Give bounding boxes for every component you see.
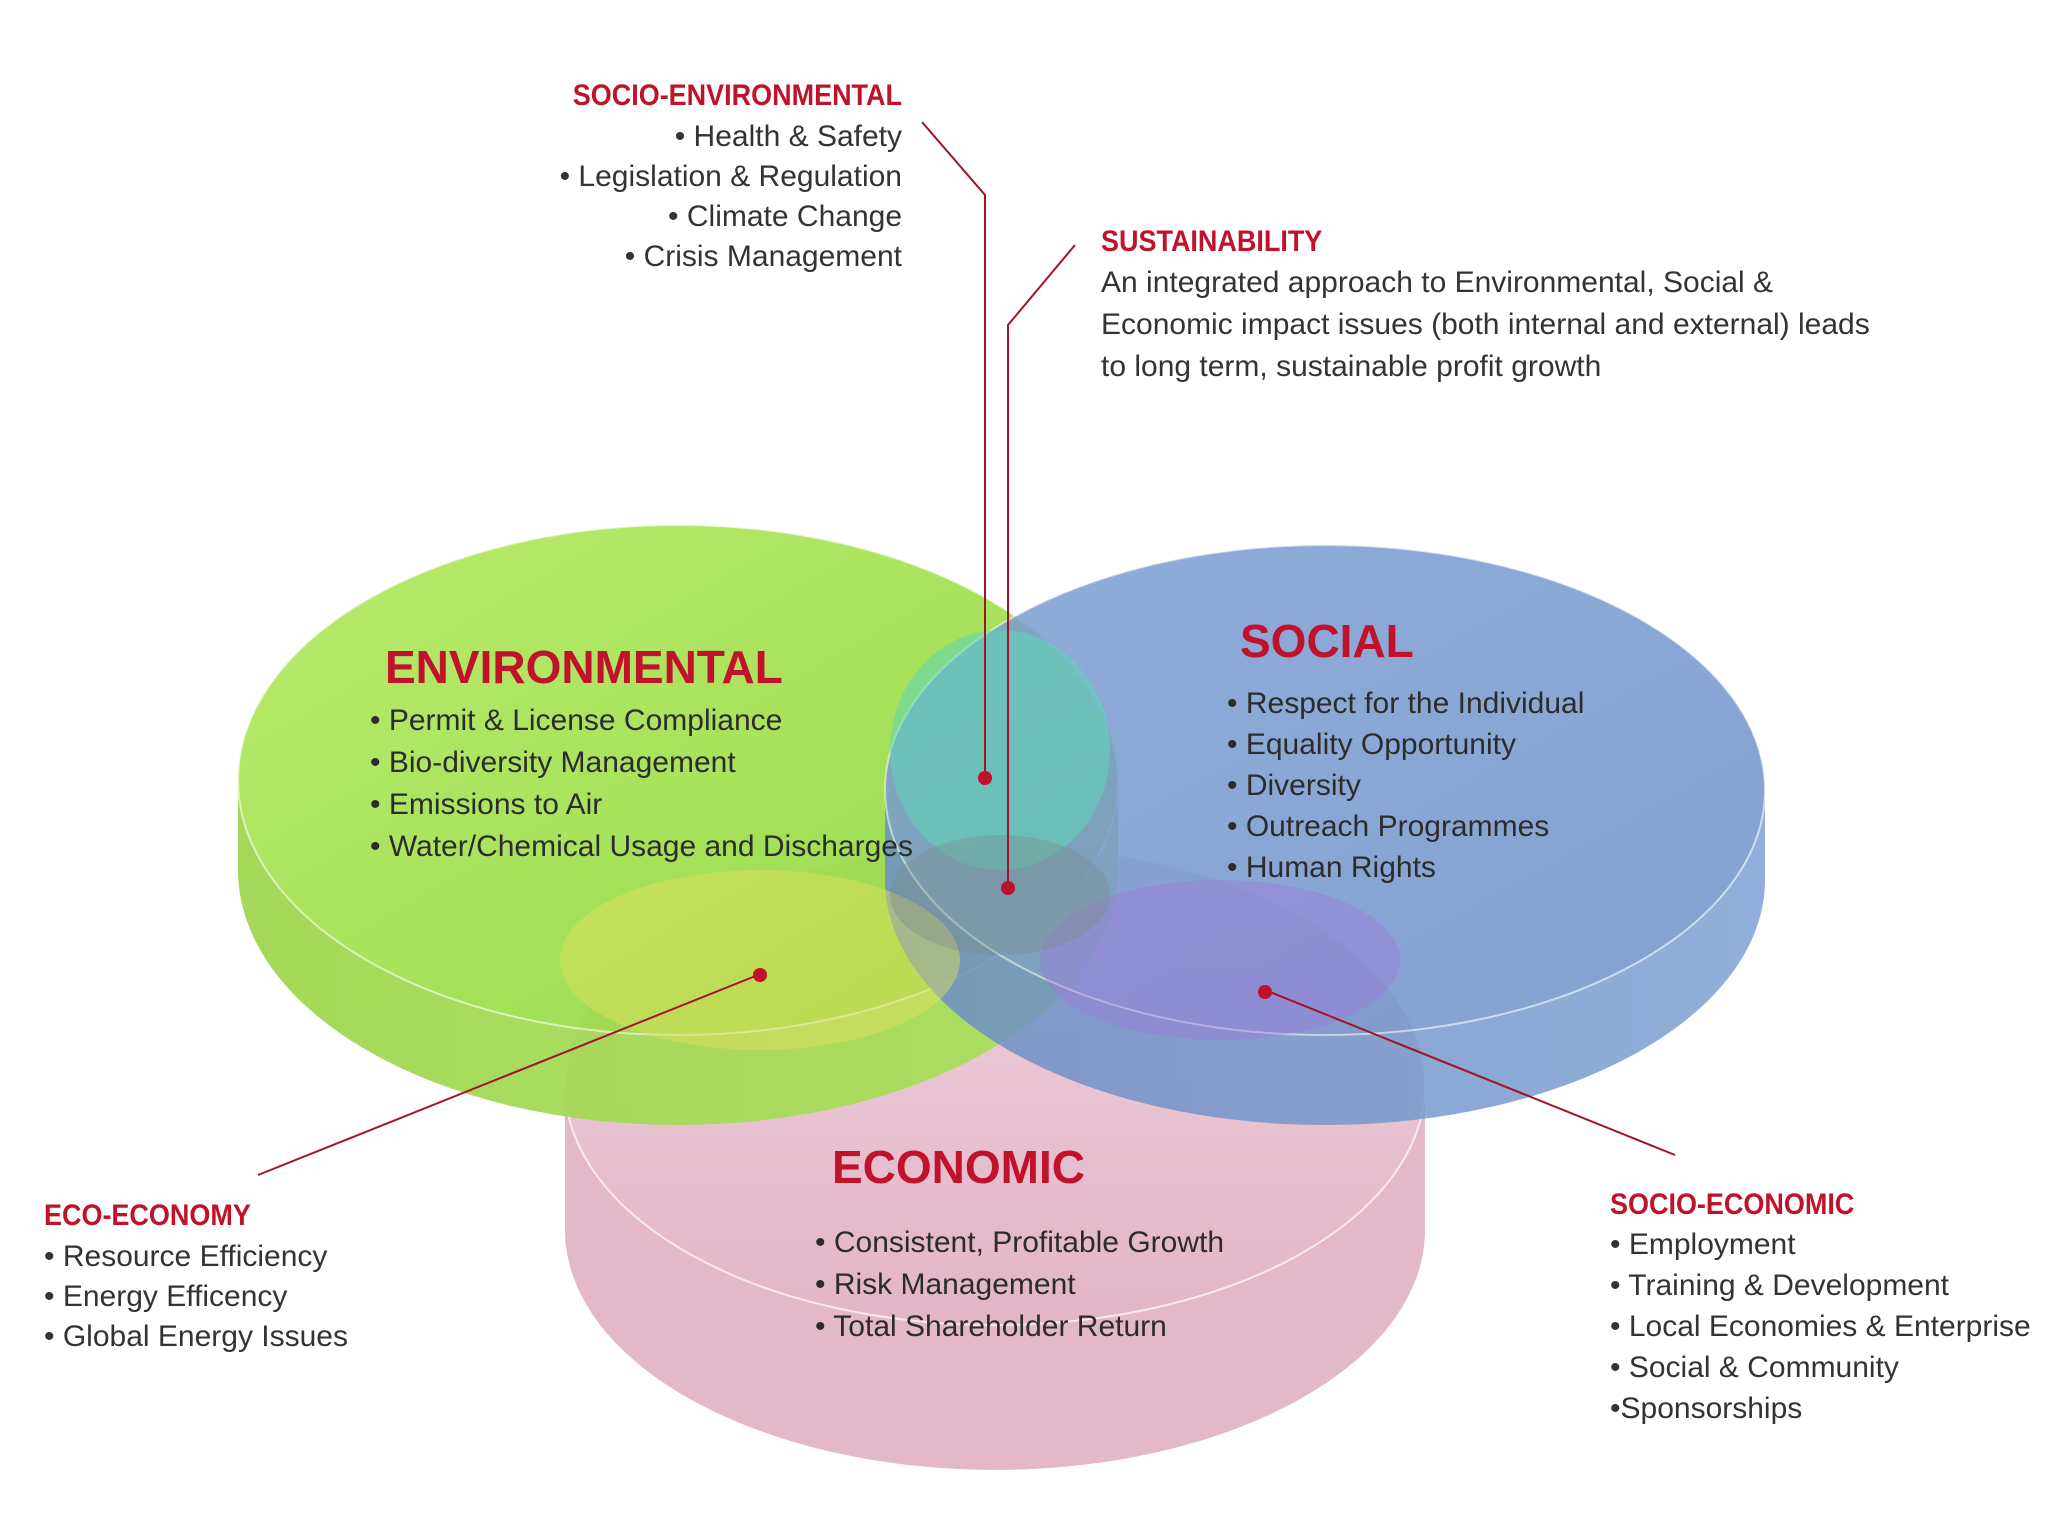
- economic-title: ECONOMIC: [832, 1141, 1085, 1193]
- sustainability-connector: [1007, 244, 1076, 885]
- socio-environmental-item: • Climate Change: [668, 200, 902, 233]
- eco-economy-item: • Global Energy Issues: [44, 1320, 348, 1353]
- social-item: • Human Rights: [1227, 851, 1436, 884]
- socio-economic-item: • Employment: [1610, 1228, 1796, 1261]
- sustainability-title: SUSTAINABILITY: [1101, 225, 1322, 259]
- social-item: • Respect for the Individual: [1227, 687, 1584, 720]
- environmental-content: ENVIRONMENTAL • Permit & License Complia…: [370, 641, 913, 863]
- socio-environmental-item: • Legislation & Regulation: [560, 160, 902, 193]
- environmental-item: • Permit & License Compliance: [370, 704, 782, 737]
- socio-environmental-callout: SOCIO-ENVIRONMENTAL • Health & Safety • …: [560, 79, 903, 273]
- social-disc-rim: [884, 544, 1766, 1036]
- sustainability-line: to long term, sustainable profit growth: [1101, 350, 1601, 383]
- connector-dots: [753, 771, 1272, 999]
- social-disc: [884, 544, 1766, 1125]
- socio-economic-connector: [1264, 989, 1676, 1156]
- eco-economy-item: • Resource Efficiency: [44, 1240, 327, 1273]
- socio-economic-item: • Training & Development: [1610, 1269, 1950, 1302]
- socio-environmental-overlap-tint: [890, 630, 1110, 870]
- social-item: • Outreach Programmes: [1227, 810, 1549, 843]
- eco-economy-item: • Energy Efficency: [44, 1280, 287, 1313]
- connector-lines: [257, 121, 1676, 1176]
- socio-economic-item: •Sponsorships: [1610, 1392, 1802, 1425]
- economic-item: • Risk Management: [815, 1268, 1076, 1301]
- environmental-title: ENVIRONMENTAL: [385, 641, 783, 693]
- socio-economic-callout: SOCIO-ECONOMIC • Employment • Training &…: [1610, 1188, 2031, 1425]
- eco-economy-overlap-tint: [560, 870, 960, 1050]
- center-overlap-tint: [890, 835, 1110, 955]
- eco-economy-callout: ECO-ECONOMY • Resource Efficiency • Ener…: [44, 1199, 348, 1353]
- environmental-item: • Emissions to Air: [370, 788, 602, 821]
- social-content: SOCIAL • Respect for the Individual • Eq…: [1227, 615, 1584, 884]
- social-title: SOCIAL: [1240, 615, 1414, 667]
- economic-item: • Consistent, Profitable Growth: [815, 1226, 1224, 1259]
- eco-economy-connector: [257, 974, 759, 1176]
- socio-economic-overlap-tint: [1040, 880, 1400, 1040]
- eco-economy-title: ECO-ECONOMY: [44, 1199, 251, 1233]
- eco-economy-dot: [753, 968, 767, 982]
- socio-economic-item: • Social & Community: [1610, 1351, 1899, 1384]
- environmental-item: • Water/Chemical Usage and Discharges: [370, 830, 913, 863]
- socio-economic-title: SOCIO-ECONOMIC: [1610, 1188, 1854, 1222]
- socio-environmental-title: SOCIO-ENVIRONMENTAL: [573, 79, 902, 113]
- socio-environmental-item: • Health & Safety: [675, 120, 902, 153]
- environmental-item: • Bio-diversity Management: [370, 746, 736, 779]
- socio-environmental-dot: [978, 771, 992, 785]
- sustainability-line: An integrated approach to Environmental,…: [1101, 266, 1773, 299]
- sustainability-dot: [1001, 881, 1015, 895]
- sustainability-callout: SUSTAINABILITY An integrated approach to…: [1101, 225, 1870, 383]
- socio-environmental-connector: [921, 121, 986, 775]
- economic-content: ECONOMIC • Consistent, Profitable Growth…: [815, 1141, 1224, 1343]
- social-item: • Diversity: [1227, 769, 1361, 802]
- economic-item: • Total Shareholder Return: [815, 1310, 1167, 1343]
- socio-economic-item: • Local Economies & Enterprise: [1610, 1310, 2031, 1343]
- socio-environmental-item: • Crisis Management: [625, 240, 903, 273]
- social-item: • Equality Opportunity: [1227, 728, 1516, 761]
- socio-economic-dot: [1258, 985, 1272, 999]
- sustainability-line: Economic impact issues (both internal an…: [1101, 308, 1870, 341]
- social-disc-top: [885, 545, 1765, 1035]
